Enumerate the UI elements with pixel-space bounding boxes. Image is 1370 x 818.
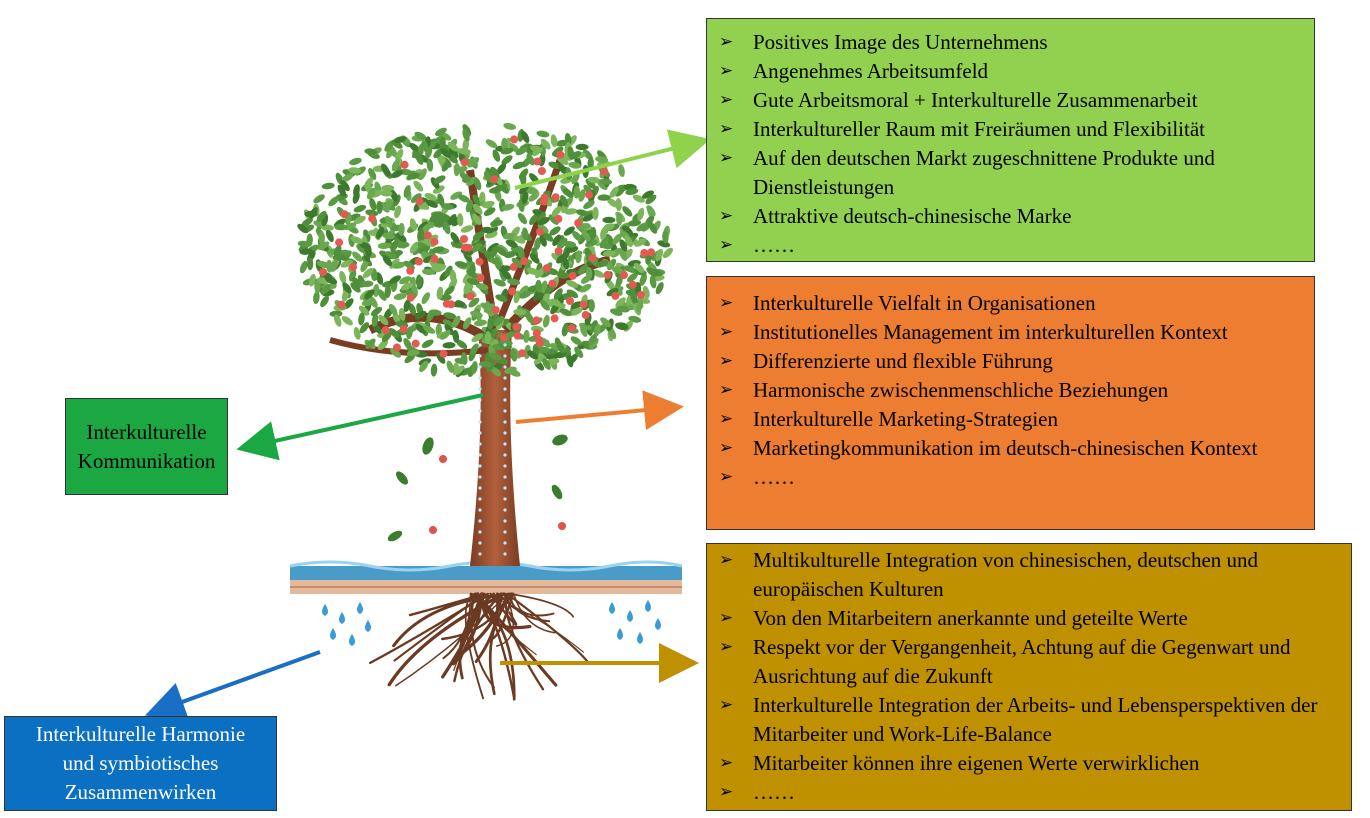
list-item-text: Interkulturelle Integration der Arbeits-… [753,693,1318,746]
list-item-text: Positives Image des Unternehmens [753,30,1048,54]
list-item-text: Institutionelles Management im interkult… [753,320,1228,344]
values-list: ➢ Multikulturelle Integration von chinesi… [707,546,1351,807]
arrow-bullet-icon: ➢ [719,235,734,255]
arrow-bullet-icon: ➢ [719,467,734,487]
list-item-text: Differenzierte und flexible Führung [753,349,1053,373]
list-item-text: Mitarbeiter können ihre eigenen Werte ve… [753,751,1200,775]
list-item-text: Interkultureller Raum mit Freiräumen und… [753,117,1205,141]
list-item: ➢ Mitarbeiter können ihre eigenen Werte v… [707,749,1351,778]
list-item-text: Auf den deutschen Markt zugeschnittene P… [753,146,1215,199]
list-item-text: …… [753,780,795,804]
values-box: ➢ Multikulturelle Integration von chinesi… [706,543,1352,811]
arrow-bullet-icon: ➢ [719,550,734,570]
tree-canopy [297,122,673,378]
tree-branch [496,158,564,322]
list-item: ➢ …… [707,778,1351,807]
arrow-bullet-icon: ➢ [719,637,734,657]
list-item: ➢ Auf den deutschen Markt zugeschnittene … [707,144,1314,202]
arrow-to-top-box [514,129,711,190]
list-item: ➢ Interkulturelle Marketing-Strategien [707,405,1314,434]
list-item-text: Von den Mitarbeitern anerkannte und gete… [753,606,1188,630]
list-item: ➢ Institutionelles Management im interkul… [707,318,1314,347]
management-box: ➢ Interkulturelle Vielfalt in Organisatio… [706,276,1315,530]
list-item: ➢ Interkulturelle Vielfalt in Organisatio… [707,289,1314,318]
falling-apples [429,455,566,534]
harmony-label-line2: und symbiotisches [62,751,219,775]
list-item: ➢ Von den Mitarbeitern anerkannte und get… [707,604,1351,633]
tree-trunk [470,330,520,566]
arrow-bullet-icon: ➢ [719,148,734,168]
list-item-text: Marketingkommunikation im deutsch-chines… [753,436,1258,460]
arrow-bullet-icon: ➢ [719,380,734,400]
list-item: ➢ Interkulturelle Integration der Arbeits… [707,691,1351,749]
list-item: ➢ Respekt vor der Vergangenheit, Achtung … [707,633,1351,691]
arrow-bullet-icon: ➢ [719,695,734,715]
arrow-to-middle-box [515,390,684,431]
list-item: ➢ Multikulturelle Integration von chinesi… [707,546,1351,604]
water-drops [322,600,661,646]
tree-branch [329,337,489,357]
list-item: ➢ Attraktive deutsch-chinesische Marke [707,202,1314,231]
arrow-bullet-icon: ➢ [719,438,734,458]
list-item-text: Multikulturelle Integration von chinesis… [753,548,1259,601]
list-item-text: Harmonische zwischenmenschliche Beziehun… [753,378,1169,402]
arrow-bullet-icon: ➢ [719,206,734,226]
falling-leaves [387,434,568,542]
list-item: ➢ Interkultureller Raum mit Freiräumen un… [707,115,1314,144]
outcomes-box: ➢ Positives Image des Unternehmens ➢ Angene… [706,18,1315,262]
arrow-bullet-icon: ➢ [719,32,734,52]
arrow-bullet-icon: ➢ [719,351,734,371]
list-item-text: …… [753,465,795,489]
list-item-text: Interkulturelle Marketing-Strategien [753,407,1058,431]
arrow-bullet-icon: ➢ [719,322,734,342]
harmony-label: Interkulturelle Harmonie und symbiotisch… [4,716,277,811]
list-item: ➢ Marketingkommunikation im deutsch-chine… [707,434,1314,463]
harmony-label-line1: Interkulturelle Harmonie [35,722,246,746]
arrow-to-harmony [144,650,321,721]
arrow-bullet-icon: ➢ [719,90,734,110]
list-item: ➢ …… [707,231,1314,260]
list-item: ➢ Positives Image des Unternehmens [707,28,1314,57]
list-item-text: …… [753,233,795,257]
arrow-bullet-icon: ➢ [719,782,734,802]
sap-flow-dots [478,343,507,556]
tree-roots [369,592,590,701]
communication-label: Interkulturelle Kommunikation [65,398,228,495]
management-list: ➢ Interkulturelle Vielfalt in Organisatio… [707,289,1314,492]
list-item-text: Gute Arbeitsmoral + Interkulturelle Zusa… [753,88,1198,112]
list-item: ➢ Gute Arbeitsmoral + Interkulturelle Zus… [707,86,1314,115]
outcomes-list: ➢ Positives Image des Unternehmens ➢ Angene… [707,28,1314,260]
arrow-bullet-icon: ➢ [719,608,734,628]
arrow-bullet-icon: ➢ [719,119,734,139]
arrow-to-communication [236,393,484,461]
list-item-text: Interkulturelle Vielfalt in Organisation… [753,291,1096,315]
harmony-label-line3: Zusammenwirken [64,780,217,804]
list-item-text: Attraktive deutsch-chinesische Marke [753,204,1072,228]
communication-label-line2: Kommunikation [77,448,216,473]
list-item: ➢ Differenzierte und flexible Führung [707,347,1314,376]
ground-band [289,560,683,594]
list-item-text: Respekt vor der Vergangenheit, Achtung a… [753,635,1291,688]
list-item: ➢ Angenehmes Arbeitsumfeld [707,57,1314,86]
arrow-bullet-icon: ➢ [719,409,734,429]
arrow-bullet-icon: ➢ [719,61,734,81]
list-item: ➢ Harmonische zwischenmenschliche Beziehu… [707,376,1314,405]
list-item-text: Angenehmes Arbeitsumfeld [753,59,989,83]
list-item: ➢ …… [707,463,1314,492]
communication-label-line1: Interkulturelle [86,419,207,444]
arrow-bullet-icon: ➢ [719,753,734,773]
arrow-bullet-icon: ➢ [719,293,734,313]
